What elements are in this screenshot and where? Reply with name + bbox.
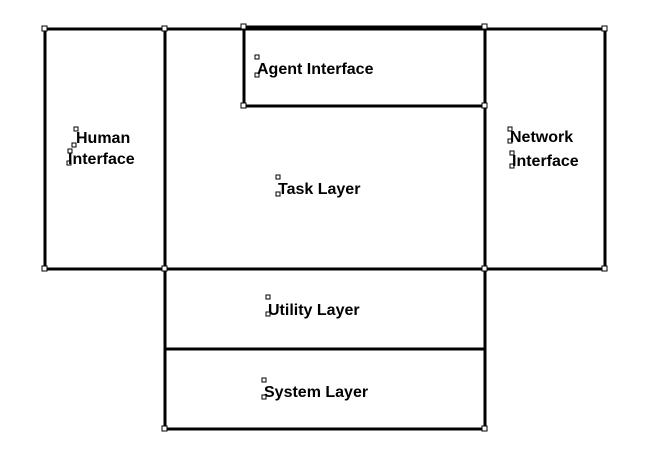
text-handle[interactable]	[67, 148, 73, 154]
corner-handle[interactable]	[41, 265, 48, 272]
text-handle[interactable]	[265, 294, 271, 300]
human-interface-block[interactable]	[43, 27, 167, 271]
network-interface-label-line1: Network	[510, 129, 573, 146]
corner-handle[interactable]	[481, 425, 488, 432]
text-handle[interactable]	[507, 126, 513, 132]
system-layer-label: System Layer	[264, 384, 368, 401]
agent-interface-label: Agent Interface	[257, 61, 374, 78]
text-handle[interactable]	[254, 72, 260, 78]
text-handle[interactable]	[261, 377, 267, 383]
text-handle[interactable]	[73, 126, 79, 132]
text-handles	[66, 54, 515, 400]
corner-handle[interactable]	[481, 23, 488, 30]
system-layer-block[interactable]	[163, 347, 487, 431]
corner-handles	[41, 23, 608, 432]
corner-handle[interactable]	[481, 102, 488, 109]
text-handle[interactable]	[254, 54, 260, 60]
text-handle[interactable]	[261, 394, 267, 400]
text-handle[interactable]	[265, 311, 271, 317]
corner-handle[interactable]	[481, 265, 488, 272]
human-interface-label-line1: Human	[76, 130, 130, 147]
corner-handle[interactable]	[41, 25, 48, 32]
text-handle[interactable]	[507, 138, 513, 144]
text-handle[interactable]	[275, 191, 281, 197]
corner-handle[interactable]	[161, 425, 168, 432]
utility-layer-label: Utility Layer	[268, 302, 360, 319]
corner-handle[interactable]	[161, 25, 168, 32]
corner-handle[interactable]	[240, 102, 247, 109]
text-handle[interactable]	[66, 160, 72, 166]
text-handle[interactable]	[509, 163, 515, 169]
text-handle[interactable]	[71, 142, 77, 148]
text-handle[interactable]	[275, 174, 281, 180]
task-layer-label: Task Layer	[278, 181, 360, 198]
network-interface-label-line2: Interface	[512, 153, 579, 170]
corner-handle[interactable]	[161, 265, 168, 272]
network-interface-block[interactable]	[483, 27, 607, 271]
corner-handle[interactable]	[601, 265, 608, 272]
text-handle[interactable]	[509, 150, 515, 156]
corner-handle[interactable]	[240, 23, 247, 30]
corner-handle[interactable]	[601, 25, 608, 32]
human-interface-label-line2: Interface	[68, 151, 135, 168]
